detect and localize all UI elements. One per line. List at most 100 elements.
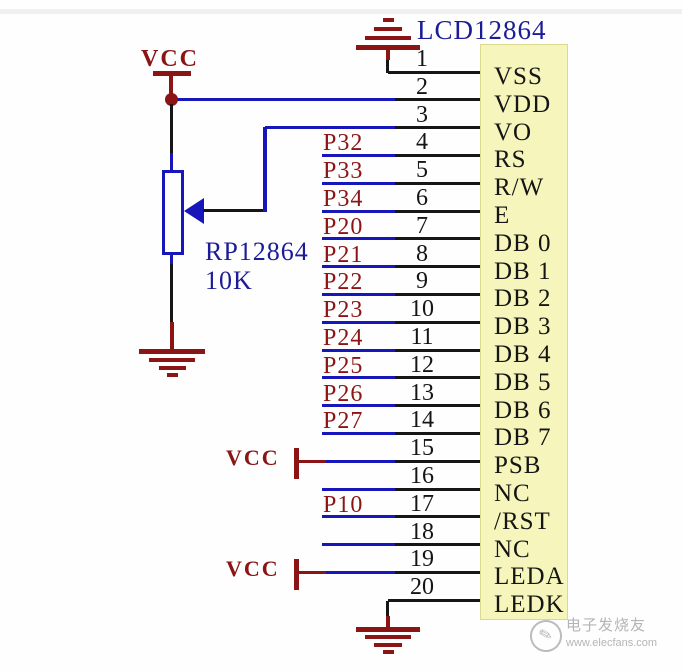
pin-number-20: 20	[410, 574, 434, 601]
pin-number-12: 12	[410, 351, 434, 378]
pin-4-wire	[322, 153, 395, 157]
net-label-P25: P25	[323, 352, 364, 379]
pin-name-2: VDD	[494, 90, 552, 118]
pin-number-2: 2	[416, 73, 428, 100]
pin-number-11: 11	[410, 324, 434, 350]
net-label-P33: P33	[323, 158, 364, 185]
pin-number-9: 9	[416, 268, 428, 295]
pin-5-wire	[395, 181, 480, 185]
pin-number-5: 5	[416, 157, 428, 184]
pin-number-16: 16	[410, 463, 434, 489]
wire-pin20-to-gnd	[386, 601, 389, 616]
pin-17-wire	[395, 515, 480, 519]
pin-name-8: DB 1	[494, 257, 552, 285]
pot-bottom-lead	[170, 252, 173, 264]
pin-16-wire	[395, 487, 480, 491]
gnd-stub-top	[386, 50, 390, 60]
net-label-P10: P10	[323, 491, 364, 518]
pin-15-wire	[395, 459, 480, 463]
gnd-stub-left	[170, 322, 174, 350]
pot-top-lead	[170, 153, 173, 172]
pin-19-wire	[395, 570, 480, 574]
potentiometer-wiper-arrow-icon	[184, 198, 204, 224]
wire-vcc-to-pot	[170, 104, 173, 153]
pin-name-20: LEDK	[494, 591, 565, 619]
watermark-logo-icon: ✎	[526, 616, 566, 656]
pin-9-wire	[322, 292, 395, 296]
vcc-stub-top	[169, 75, 173, 97]
pin-18-wire	[395, 543, 480, 547]
wire-gnd-to-pin1	[386, 60, 389, 73]
pin-name-6: E	[494, 202, 511, 229]
pin-1-wire	[388, 70, 480, 74]
pin-7-wire	[395, 237, 480, 241]
pin-12-wire	[395, 376, 480, 380]
pin-number-7: 7	[416, 212, 428, 239]
net-label-P32: P32	[323, 130, 364, 157]
pin-11-wire	[395, 348, 480, 352]
pin-4-wire	[395, 153, 480, 157]
pin-number-17: 17	[410, 490, 434, 517]
pin-number-4: 4	[416, 129, 428, 156]
pin-11-wire	[322, 348, 395, 352]
watermark-url: www.elecfans.com	[566, 637, 658, 649]
pin-15-wire	[299, 459, 326, 463]
wiper-wire-horizontal	[203, 209, 265, 212]
pin-number-13: 13	[410, 379, 434, 406]
pin-14-wire	[322, 431, 395, 435]
pin-19-wire	[326, 570, 395, 574]
pin-name-12: DB 5	[494, 368, 552, 396]
pin-13-wire	[395, 404, 480, 408]
pin-14-wire	[395, 431, 480, 435]
potentiometer-ref: RP12864	[205, 237, 309, 266]
net-label-P24: P24	[323, 325, 364, 351]
net-label-P27: P27	[323, 408, 364, 435]
pin-2-wire	[176, 98, 395, 102]
pin-18-wire	[322, 543, 395, 547]
pin-8-wire	[395, 265, 480, 269]
page-edge-strip	[0, 9, 682, 14]
pin-17-wire	[322, 515, 395, 519]
pin-name-1: VSS	[494, 63, 543, 90]
wiper-wire-vertical	[263, 127, 267, 212]
net-label-P21: P21	[323, 241, 364, 268]
lcd12864-connector-body	[480, 44, 568, 620]
pin-number-14: 14	[410, 407, 434, 434]
pin-number-15: 15	[410, 435, 434, 462]
vcc-bar-leda-icon	[294, 559, 299, 590]
junction-dot	[165, 93, 178, 106]
pin-10-wire	[395, 320, 480, 324]
pin-name-10: DB 3	[494, 313, 552, 341]
vcc-bar-psb-icon	[294, 448, 299, 479]
vcc-label-psb: VCC	[226, 445, 280, 470]
pin-3-wire	[265, 126, 395, 130]
vcc-label-leda: VCC	[226, 556, 280, 581]
pin-9-wire	[395, 292, 480, 296]
pin-number-10: 10	[410, 296, 434, 323]
net-label-P22: P22	[323, 269, 364, 296]
pin-name-14: DB 7	[494, 424, 552, 452]
pin-2-wire	[395, 98, 480, 102]
pin-5-wire	[322, 181, 395, 185]
pin-6-wire	[322, 209, 395, 213]
net-label-P26: P26	[323, 380, 364, 407]
pin-name-11: DB 4	[494, 341, 552, 368]
pin-10-wire	[322, 320, 395, 324]
pin-6-wire	[395, 209, 480, 213]
potentiometer-body	[162, 170, 184, 255]
gnd-stub-bottom	[386, 616, 390, 628]
pin-7-wire	[322, 237, 395, 241]
vcc-label-top: VCC	[141, 46, 199, 72]
pin-number-19: 19	[410, 546, 434, 573]
pin-name-13: DB 6	[494, 396, 552, 424]
pin-name-5: R/W	[494, 174, 545, 202]
pin-name-9: DB 2	[494, 285, 552, 313]
pin-16-wire	[322, 487, 395, 491]
pin-name-15: PSB	[494, 452, 542, 480]
pin-8-wire	[322, 265, 395, 269]
pin-12-wire	[322, 376, 395, 380]
pin-name-19: LEDA	[494, 563, 565, 591]
pin-name-18: NC	[494, 535, 531, 563]
pin-name-4: RS	[494, 146, 527, 174]
